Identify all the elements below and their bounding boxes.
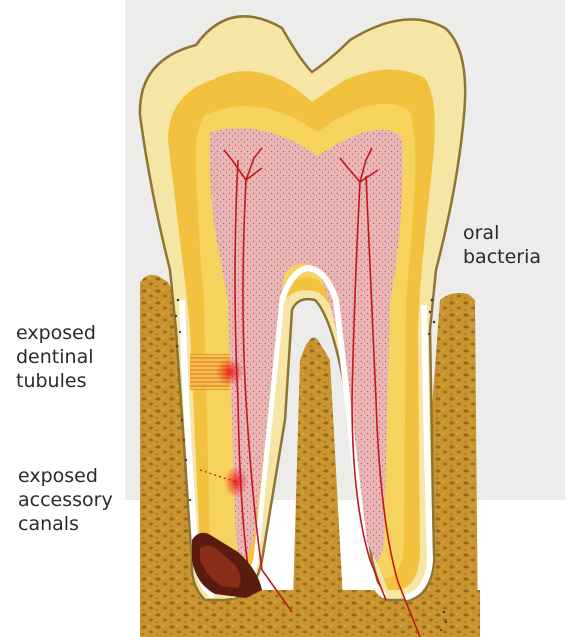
label-line: exposed bbox=[18, 464, 113, 488]
label-exposed-accessory-canals: exposed accessory canals bbox=[18, 464, 113, 536]
label-line: bacteria bbox=[463, 245, 541, 269]
label-line: dentinal bbox=[16, 345, 96, 369]
tubule-inflammation bbox=[216, 358, 244, 386]
label-oral-bacteria: oral bacteria bbox=[463, 221, 541, 269]
label-exposed-dentinal-tubules: exposed dentinal tubules bbox=[16, 321, 96, 393]
bone-base bbox=[140, 590, 480, 637]
label-line: oral bbox=[463, 221, 541, 245]
label-line: accessory bbox=[18, 488, 113, 512]
label-line: exposed bbox=[16, 321, 96, 345]
label-line: tubules bbox=[16, 369, 96, 393]
label-line: canals bbox=[18, 512, 113, 536]
